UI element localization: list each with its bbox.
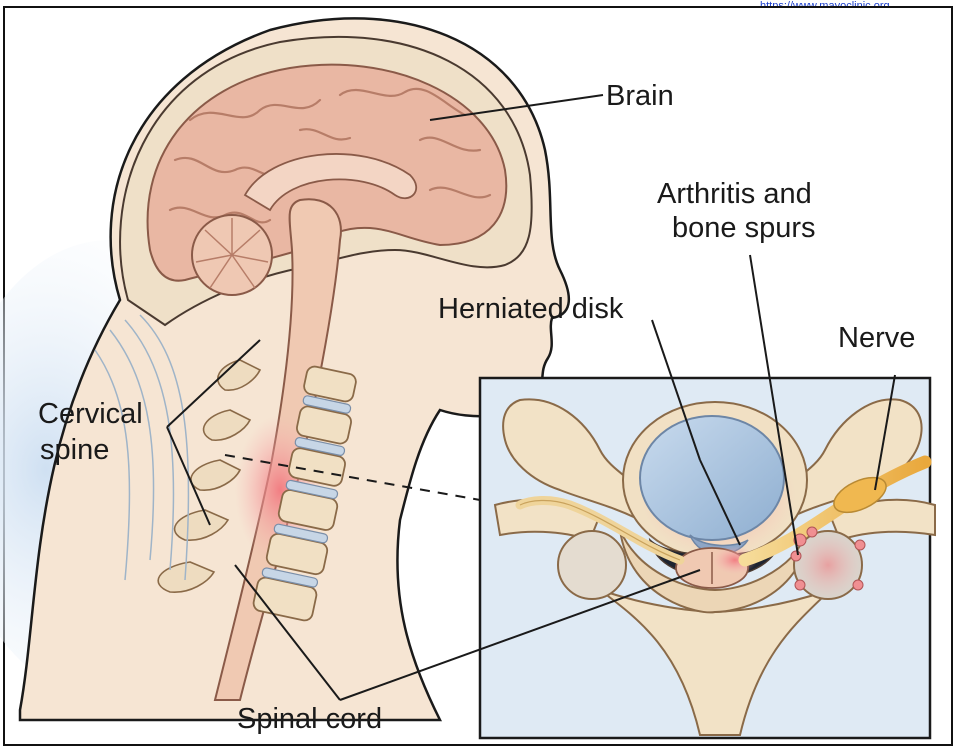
label-herniated-disk: Herniated disk [438,293,623,325]
label-cervical-line1: Cervical [38,398,143,430]
label-arthritis-line1: Arthritis and [657,178,812,210]
facet-left [558,531,626,599]
label-nerve: Nerve [838,322,915,354]
label-brain: Brain [606,80,674,112]
label-spinal-cord: Spinal cord [237,703,382,735]
disk-cross-section [640,416,784,540]
label-arthritis-line2: bone spurs [672,212,816,244]
label-cervical-line2: spine [40,434,109,466]
